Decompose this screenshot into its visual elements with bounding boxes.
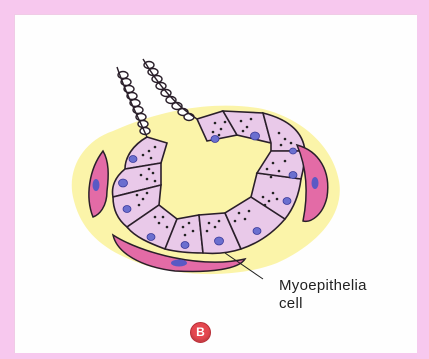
- myoepithelial-cell-label: Myoepithelia cell: [279, 277, 367, 313]
- panel-letter-badge: B: [190, 322, 211, 343]
- figure-panel: Myoepithelia cell B: [14, 14, 417, 353]
- label-line-1: Myoepithelia: [279, 277, 367, 295]
- label-line-2: cell: [279, 295, 367, 313]
